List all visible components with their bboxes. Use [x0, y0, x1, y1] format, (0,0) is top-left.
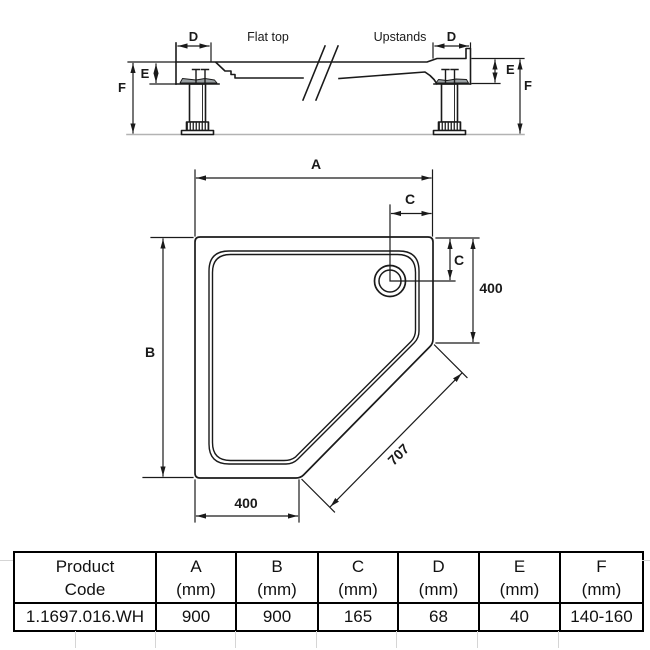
header-product-code: Product Code — [13, 551, 157, 604]
right-leg-thread — [437, 121, 462, 132]
value-a: 900 — [155, 602, 237, 632]
label-c-right: C — [454, 252, 464, 268]
gridline-stub — [155, 631, 156, 648]
header-c-unit: (mm) — [338, 579, 378, 599]
label-c-top: C — [405, 191, 415, 207]
plan-labels: A B C C 400 400 707 — [145, 156, 503, 511]
header-product-line2: Code — [64, 579, 106, 599]
header-a-letter: A — [190, 556, 202, 576]
label-f-right: F — [524, 78, 532, 93]
gridline-stub — [235, 631, 236, 648]
header-d-letter: D — [432, 556, 445, 576]
spec-table-header-row: Product Code A (mm) B (mm) C (mm) D (mm)… — [13, 551, 644, 604]
left-leg-pins — [191, 68, 210, 83]
left-leg-foot — [180, 129, 215, 136]
header-d-unit: (mm) — [418, 579, 459, 599]
tray-inner-rim-outer — [208, 250, 420, 465]
header-f-letter: F — [596, 556, 607, 576]
spec-table: Product Code A (mm) B (mm) C (mm) D (mm)… — [13, 551, 644, 632]
drain-centerlines — [389, 204, 456, 282]
left-leg-shaft — [188, 83, 207, 123]
value-b: 900 — [235, 602, 319, 632]
right-leg — [432, 83, 467, 136]
plan-dimension-lines — [160, 175, 476, 519]
value-e: 40 — [478, 602, 561, 632]
value-d: 68 — [397, 602, 480, 632]
header-e: E (mm) — [478, 551, 561, 604]
plan-view — [142, 169, 480, 523]
header-f-unit: (mm) — [581, 579, 622, 599]
left-leg — [180, 83, 215, 136]
cs-dimension-lines — [130, 43, 523, 134]
gridline-stub — [642, 560, 650, 561]
header-e-unit: (mm) — [499, 579, 540, 599]
header-product-line1: Product — [55, 556, 115, 576]
cross-section-labels: D Flat top Upstands D E E F F — [118, 29, 532, 95]
label-d-right: D — [447, 29, 456, 44]
label-upstands: Upstands — [374, 30, 427, 44]
tray-outer-edge — [194, 236, 434, 479]
plan-extension-lines — [142, 169, 480, 523]
label-e-right: E — [506, 62, 515, 77]
right-leg-shaft — [440, 83, 459, 123]
gridline-stub — [396, 631, 397, 648]
right-leg-mount-plate — [435, 78, 469, 84]
tray-inner-rim-inner — [211, 253, 417, 462]
header-b-unit: (mm) — [257, 579, 297, 599]
label-flat-top: Flat top — [247, 30, 289, 44]
value-f: 140-160 — [559, 602, 644, 632]
break-marks — [301, 44, 340, 102]
label-400-bottom: 400 — [234, 495, 258, 511]
label-d-left: D — [189, 29, 198, 44]
gridline-stub — [477, 631, 478, 648]
dim-line-707 — [329, 372, 463, 508]
right-leg-foot — [432, 129, 467, 136]
gridline-stub — [0, 560, 13, 561]
cs-extension-lines — [127, 42, 525, 85]
gridline-stub — [75, 631, 76, 648]
value-product-code: 1.1697.016.WH — [13, 602, 157, 632]
left-leg-mount-plate — [179, 78, 218, 84]
header-a-unit: (mm) — [176, 579, 216, 599]
label-b: B — [145, 344, 155, 360]
header-c: C (mm) — [317, 551, 399, 604]
header-d: D (mm) — [397, 551, 480, 604]
gridline-stub — [558, 631, 559, 648]
header-b-letter: B — [271, 556, 283, 576]
spec-table-value-row: 1.1697.016.WH 900 900 165 68 40 140-160 — [13, 602, 644, 632]
header-c-letter: C — [351, 556, 365, 576]
header-b: B (mm) — [235, 551, 319, 604]
cross-section-view — [126, 42, 525, 136]
label-707: 707 — [384, 440, 412, 468]
header-e-letter: E — [513, 556, 526, 576]
label-a: A — [311, 156, 321, 172]
label-f-left: F — [118, 80, 126, 95]
label-400-right: 400 — [479, 280, 503, 296]
right-leg-pins — [441, 68, 459, 83]
label-e-left: E — [141, 66, 150, 81]
header-a: A (mm) — [155, 551, 237, 604]
header-f: F (mm) — [559, 551, 644, 604]
value-c: 165 — [317, 602, 399, 632]
gridline-stub — [316, 631, 317, 648]
left-leg-thread — [185, 121, 210, 132]
shower-tray-drawing: D Flat top Upstands D E E F F — [118, 29, 532, 523]
